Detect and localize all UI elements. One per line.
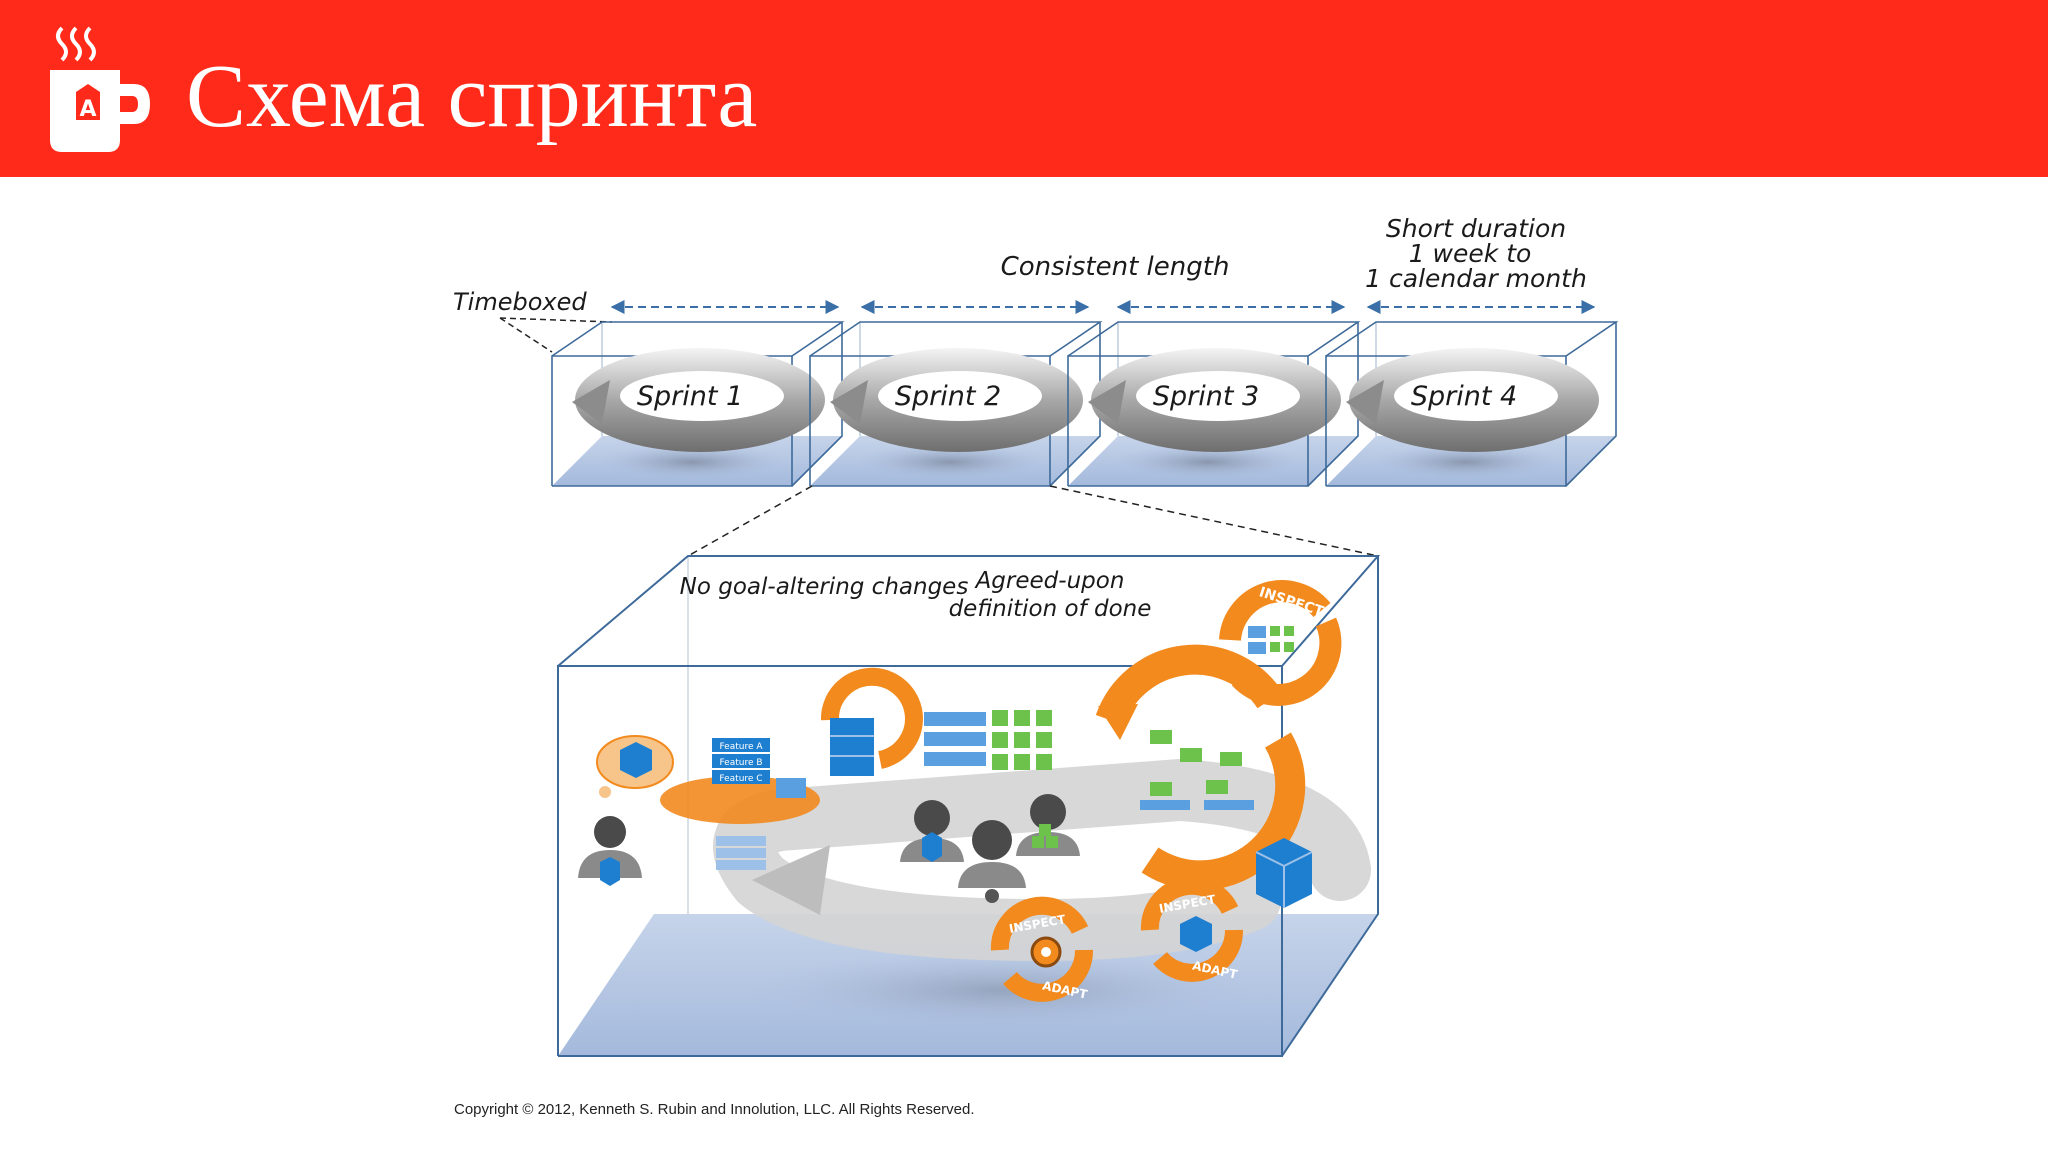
zoom-line-left: [687, 485, 813, 557]
sprint-backlog-icon: [820, 667, 923, 776]
product-owner-figure: [578, 735, 674, 886]
sprint-3-label: Sprint 3: [1153, 381, 1259, 412]
sprint-4-label: Sprint 4: [1411, 381, 1517, 412]
definition-of-done-label: definition of done: [949, 596, 1152, 622]
copyright-text: Copyright © 2012, Kenneth S. Rubin and I…: [454, 1101, 975, 1118]
sprint-2-label: Sprint 2: [895, 381, 1001, 412]
zoom-line-right: [1049, 485, 1379, 557]
feature-a-label: Feature A: [719, 742, 763, 752]
week-label: 1 week to: [1409, 239, 1532, 268]
sprint-planning-group: Feature A Feature B Feature C: [660, 738, 820, 870]
development-team-figures: [900, 794, 1080, 903]
page-title: Схема спринта: [186, 47, 758, 146]
feature-b-card: [712, 754, 770, 768]
task-board-icon: [924, 710, 1052, 770]
sprint-box-1: Sprint 1: [551, 321, 845, 487]
feature-c-label: Feature C: [719, 774, 762, 784]
calendar-month-label: 1 calendar month: [1365, 264, 1587, 293]
sprint-box-2: Sprint 2: [809, 321, 1103, 487]
sprint-retrospective-cycle: INSPECT ADAPT: [990, 896, 1094, 1002]
cycle-arrow-head: [752, 845, 830, 915]
svg-text:A: A: [79, 97, 96, 122]
sprint-box-4: Sprint 4: [1325, 321, 1619, 487]
sprint-review-cycle: INSPECT ADAPT: [1140, 876, 1244, 982]
feature-b-label: Feature B: [719, 758, 762, 768]
no-goal-changes-label: No goal-altering changes: [680, 574, 969, 600]
timeboxed-label: Timeboxed: [453, 288, 587, 316]
agreed-upon-label: Agreed-upon: [974, 568, 1125, 594]
mug-icon: A: [50, 26, 150, 152]
sprint-1-label: Sprint 1: [637, 381, 743, 412]
feature-a-card: [712, 738, 770, 752]
sprint-box-3: Sprint 3: [1067, 321, 1361, 487]
cube-icon: [620, 742, 652, 778]
feature-c-card: [712, 770, 770, 784]
consistent-length-label: Consistent length: [1001, 252, 1230, 282]
sprint-detail-box: [557, 555, 1381, 1057]
short-duration-label: Short duration: [1386, 214, 1566, 243]
title-bar: A Схема спринта: [0, 0, 2048, 177]
